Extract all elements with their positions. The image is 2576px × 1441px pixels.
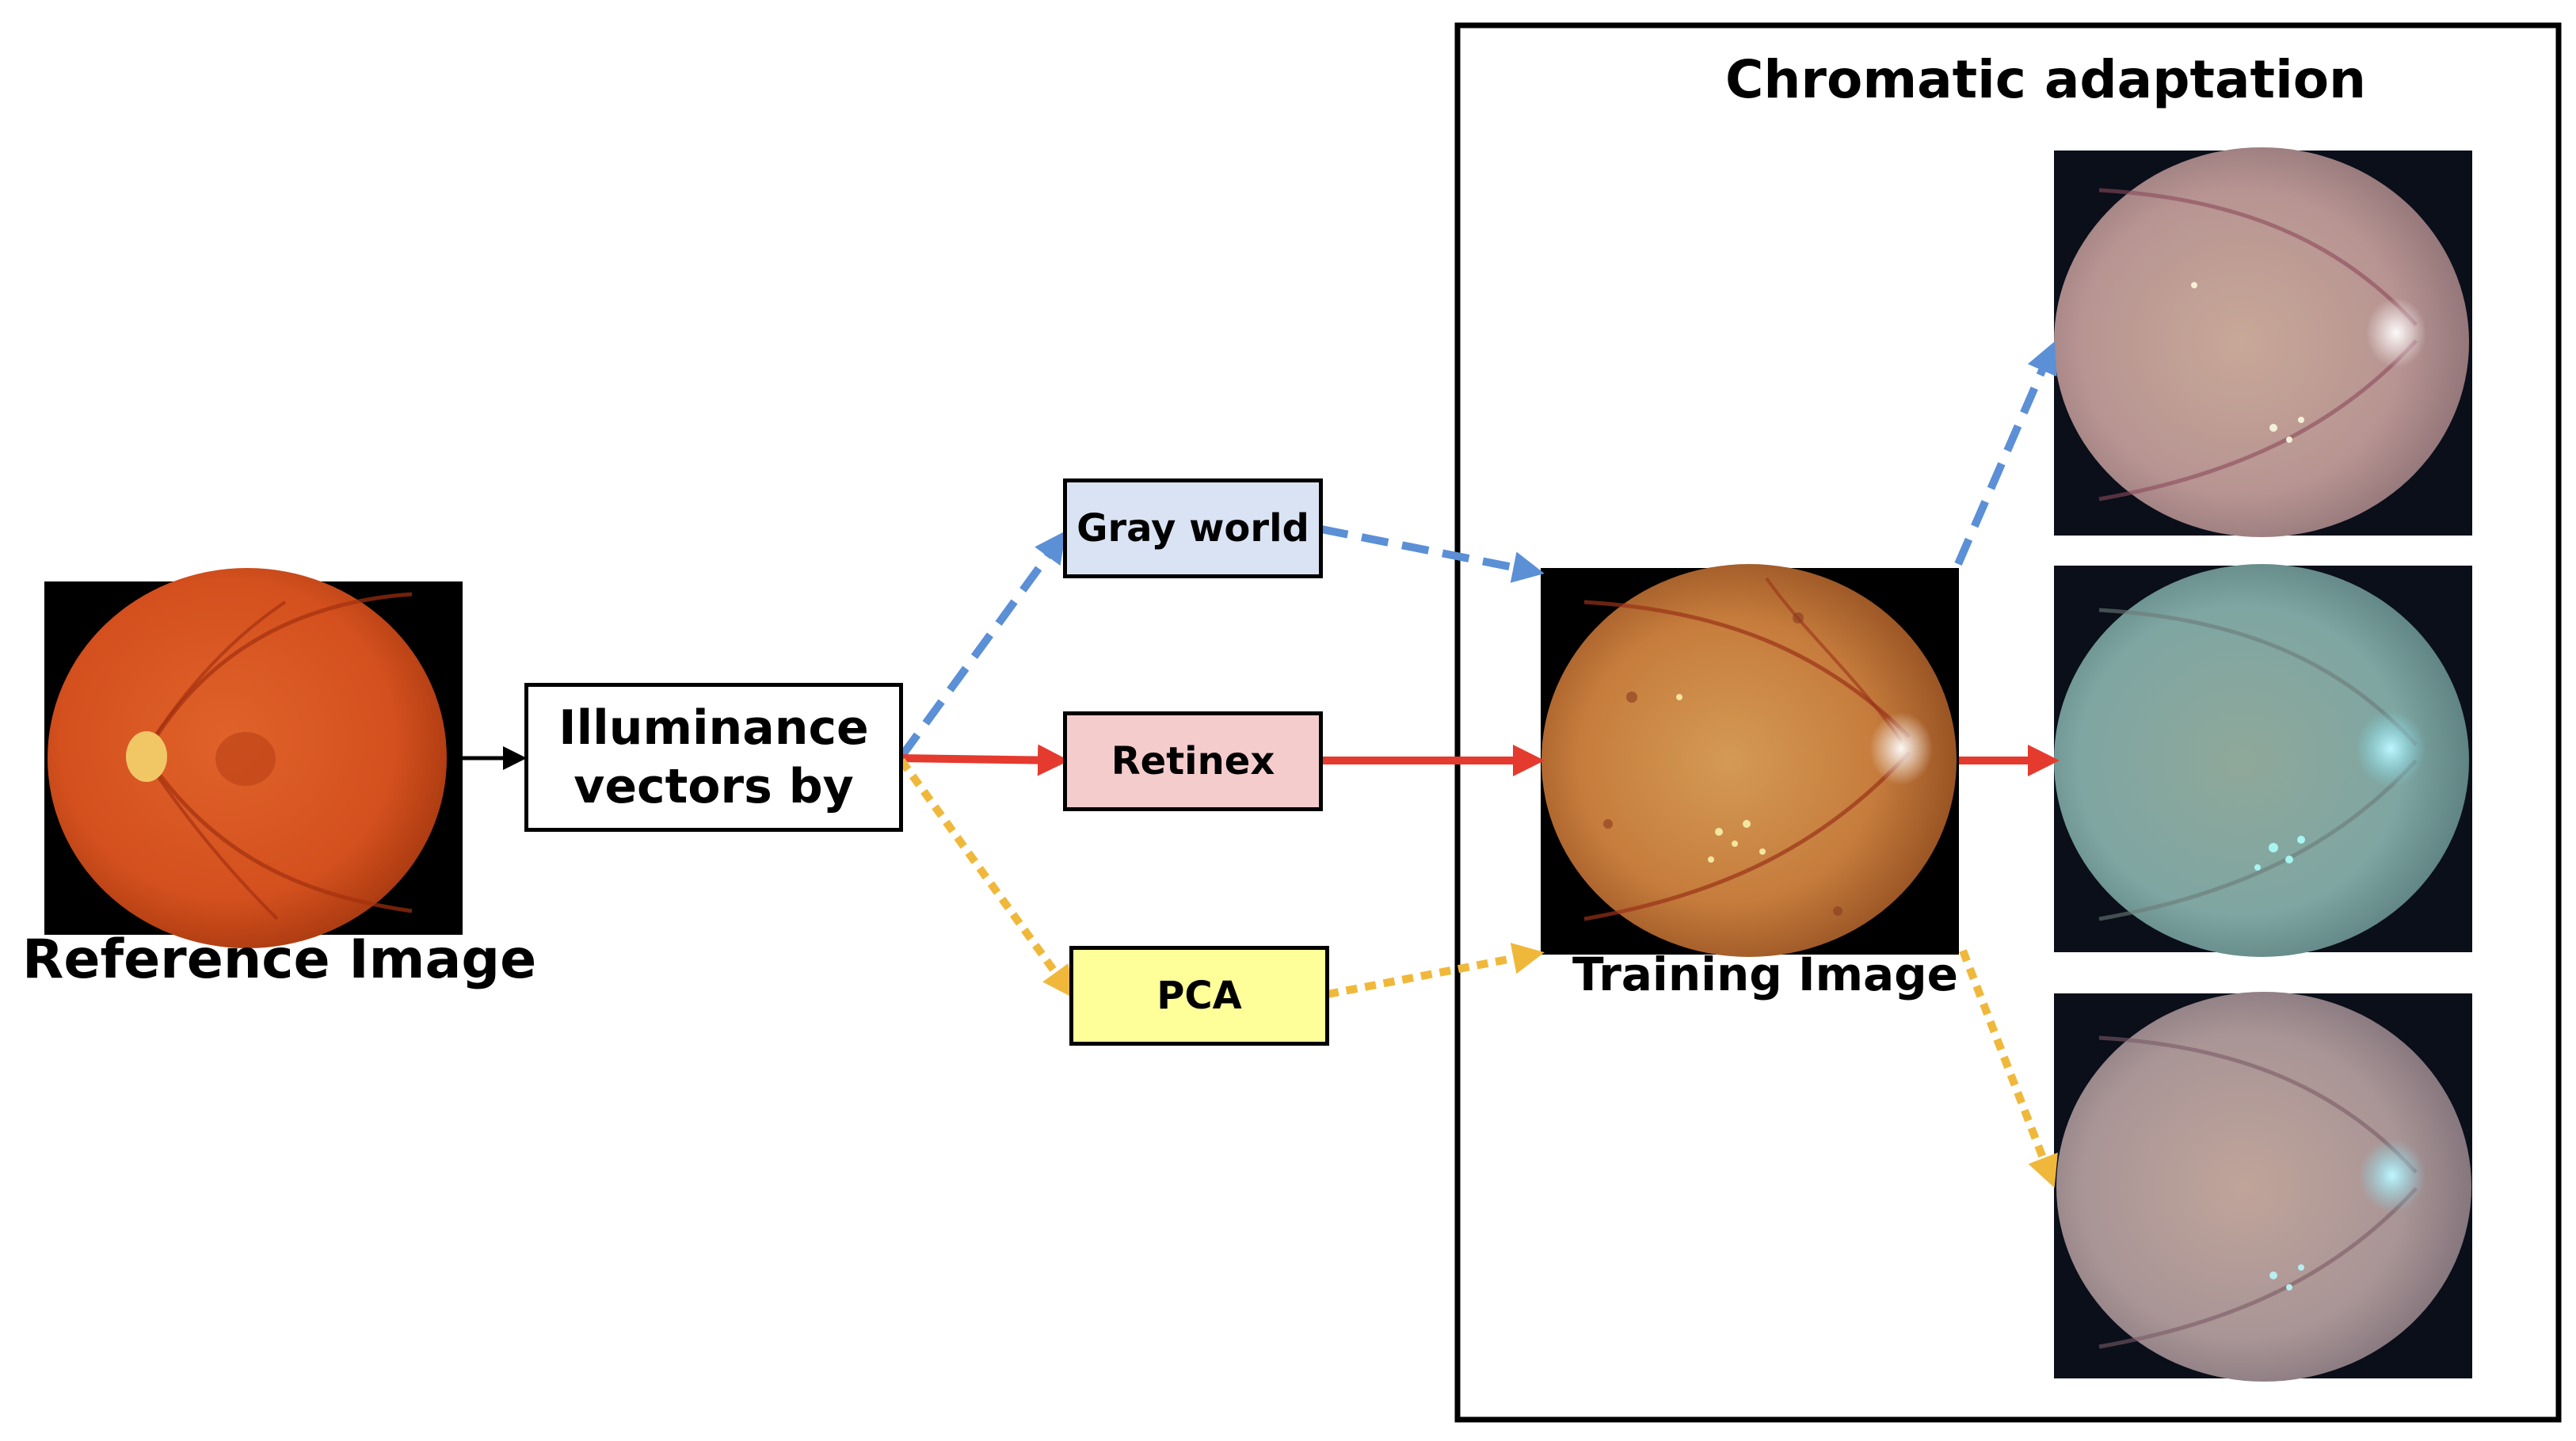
illuminance-to-pca-arrow — [897, 758, 1074, 999]
pca-output-image — [2054, 992, 2472, 1382]
retinex-label: Retinex — [1111, 739, 1275, 783]
chromatic-adaptation-frame — [1454, 22, 2562, 1423]
reference-image-label: Reference Image — [22, 928, 537, 991]
pca-label: PCA — [1157, 974, 1242, 1018]
illuminance-vectors-box: Illuminance vectors by — [524, 683, 903, 832]
retinex-output-image — [2054, 564, 2472, 957]
pca-to-training-arrow — [1327, 943, 1545, 998]
training-to-gray-world-output-arrow — [1954, 341, 2057, 566]
retinex-box: Retinex — [1063, 711, 1323, 811]
training-image-label: Training Image — [1572, 947, 1958, 1001]
pca-box: PCA — [1069, 946, 1329, 1046]
gray-world-box: Gray world — [1063, 478, 1323, 578]
illuminance-to-gray-world-arrow — [897, 530, 1066, 759]
reference-fundus-image — [44, 568, 463, 948]
gray-world-output-image — [2054, 147, 2472, 537]
training-fundus-image — [1541, 564, 1959, 957]
training-to-pca-output-arrow — [1959, 949, 2058, 1188]
gray-world-label: Gray world — [1077, 506, 1309, 551]
illuminance-to-retinex-arrow — [901, 744, 1069, 776]
chromatic-adaptation-title: Chromatic adaptation — [1725, 49, 2367, 110]
gray-world-to-training-arrow — [1320, 525, 1545, 583]
illuminance-label-line1: Illuminance — [558, 700, 869, 756]
illuminance-label-line2: vectors by — [574, 759, 854, 814]
